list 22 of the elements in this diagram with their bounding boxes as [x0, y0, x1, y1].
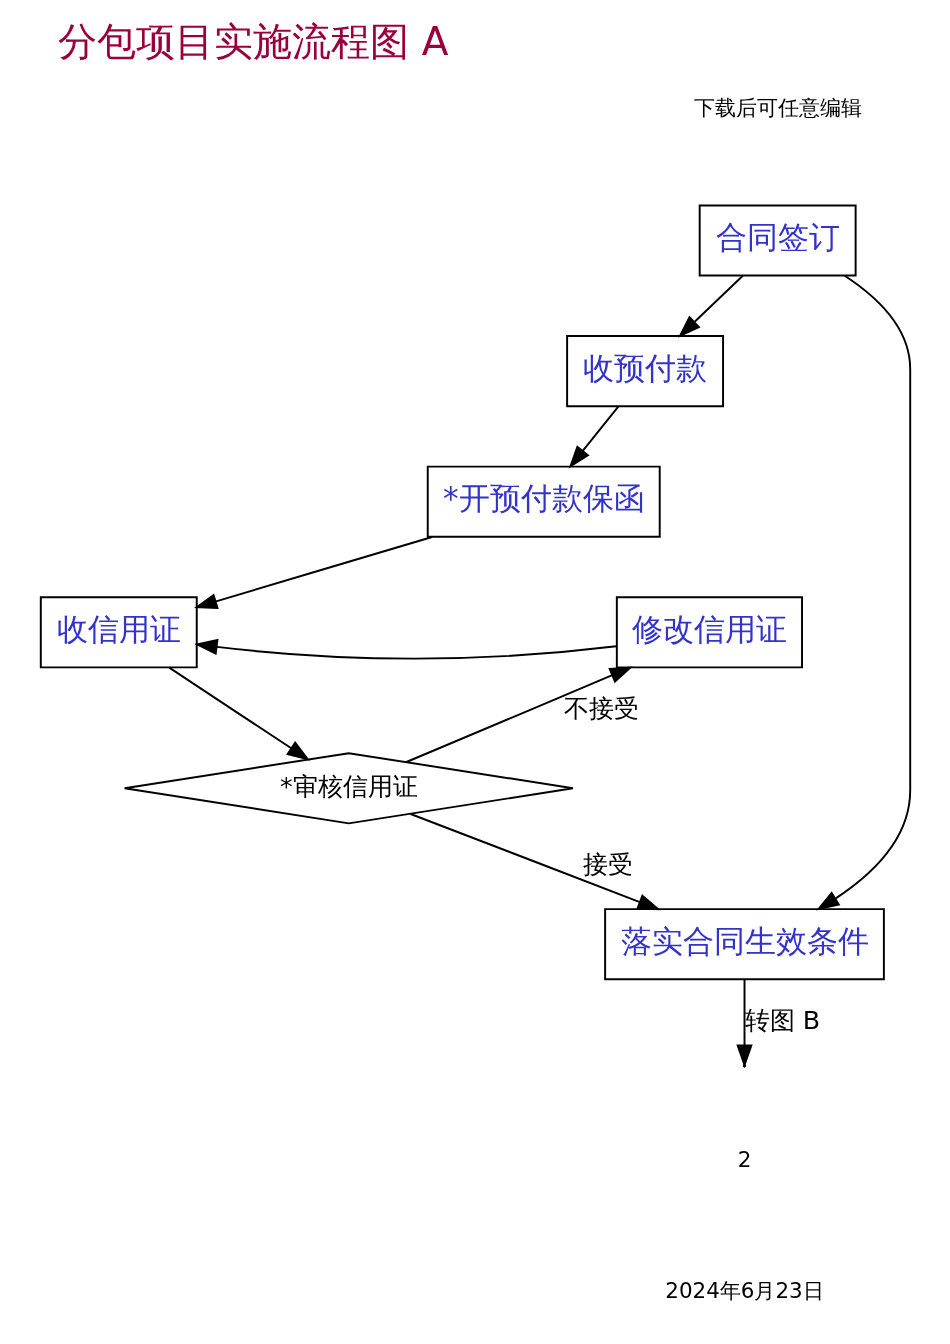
- arrow: [677, 274, 744, 338]
- arrow: [815, 274, 911, 911]
- arrow: [193, 535, 433, 610]
- node-box: 修改信用证: [615, 596, 803, 669]
- node-box: 收信用证: [39, 596, 198, 669]
- edge-label: 接受: [582, 848, 633, 879]
- label: 2: [737, 1147, 751, 1173]
- node-box: 合同签订: [698, 204, 857, 277]
- label: 2024年6月23日: [664, 1278, 824, 1304]
- arrow: [568, 405, 619, 469]
- arrow: [409, 813, 661, 911]
- diagram-title: 分包项目实施流程图 A: [57, 19, 448, 65]
- edge-label: 不接受: [563, 692, 639, 723]
- node-box: 收预付款: [565, 335, 724, 408]
- node-box: *开预付款保函: [426, 465, 661, 538]
- arrow: [405, 666, 633, 763]
- edge-label: 转图 B: [744, 1004, 820, 1035]
- node-box: 落实合同生效条件: [603, 908, 885, 981]
- label: 下载后可任意编辑: [693, 95, 862, 121]
- arrow: [193, 638, 617, 660]
- arrow: [167, 666, 310, 761]
- node-diamond: *审核信用证: [123, 752, 574, 825]
